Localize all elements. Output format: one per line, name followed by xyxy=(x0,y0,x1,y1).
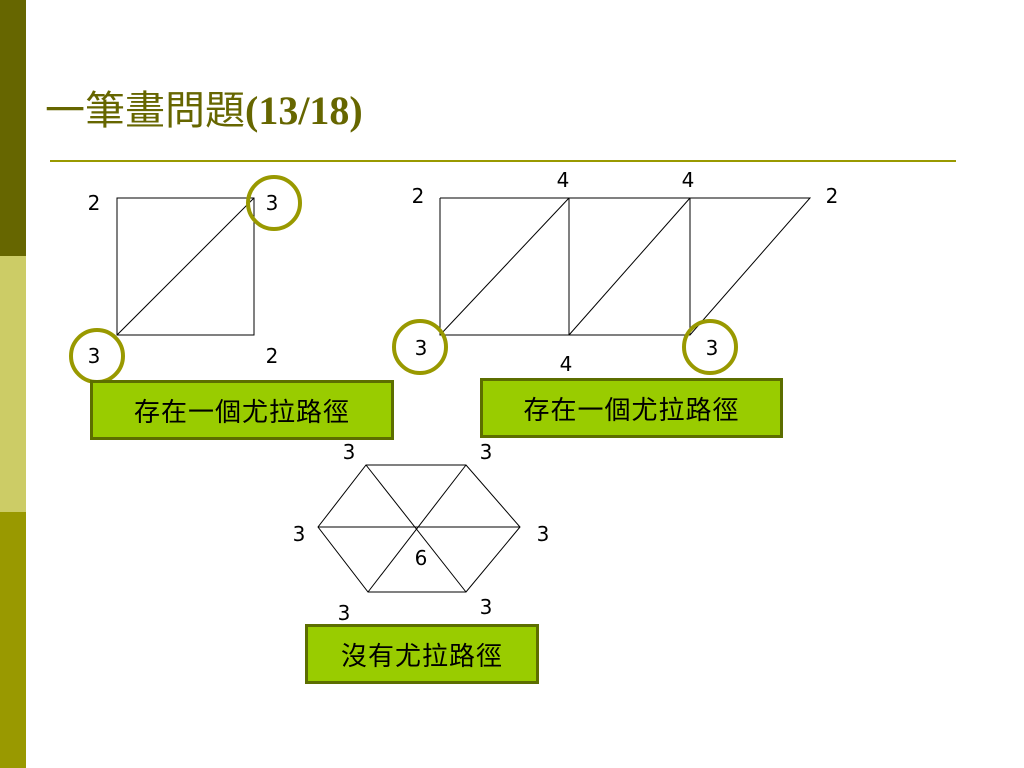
degree-label: 3 xyxy=(706,336,719,360)
caption-square: 存在一個尤拉路徑 xyxy=(90,380,394,440)
degree-label: 3 xyxy=(343,440,356,464)
sidebar-segment-light xyxy=(0,256,26,512)
strip-graph xyxy=(439,197,812,336)
caption-strip: 存在一個尤拉路徑 xyxy=(480,378,783,438)
square-outline xyxy=(116,197,255,336)
strip-outline xyxy=(439,197,812,336)
degree-label: 3 xyxy=(293,522,306,546)
title-page-number: (13/18) xyxy=(245,88,363,133)
degree-label: 3 xyxy=(537,522,550,546)
degree-label: 3 xyxy=(338,601,351,625)
hexagon-spoke xyxy=(365,464,467,593)
title-divider xyxy=(50,160,956,162)
sidebar-segment-mid xyxy=(0,512,26,768)
degree-label: 2 xyxy=(266,344,279,368)
hexagon-graph xyxy=(317,464,521,593)
degree-label: 4 xyxy=(682,168,695,192)
degree-label: 3 xyxy=(266,191,279,215)
degree-label: 3 xyxy=(88,344,101,368)
sidebar-stripe xyxy=(0,0,26,768)
degree-label: 3 xyxy=(480,440,493,464)
square-diagonal xyxy=(116,197,255,336)
strip-diagonal-edge xyxy=(439,197,570,336)
caption-hexagon: 沒有尤拉路徑 xyxy=(305,624,539,684)
degree-label: 2 xyxy=(412,184,425,208)
hexagon-outline xyxy=(317,464,521,593)
degree-label: 3 xyxy=(415,336,428,360)
strip-diagonal-edge xyxy=(568,197,691,336)
odd-vertex-circle xyxy=(392,319,448,375)
degree-label: 4 xyxy=(560,352,573,376)
title-text: 一筆畫問題 xyxy=(45,88,245,134)
hexagon-spoke xyxy=(367,464,467,593)
page-title: 一筆畫問題(13/18) xyxy=(45,78,363,136)
degree-label: 2 xyxy=(88,191,101,215)
odd-vertex-circle xyxy=(682,319,738,375)
degree-label: 4 xyxy=(557,168,570,192)
odd-vertex-circle xyxy=(246,175,302,231)
degree-label: 6 xyxy=(415,546,428,570)
sidebar-segment-dark xyxy=(0,0,26,256)
degree-label: 3 xyxy=(480,595,493,619)
square-graph xyxy=(116,197,255,336)
degree-label: 2 xyxy=(826,184,839,208)
